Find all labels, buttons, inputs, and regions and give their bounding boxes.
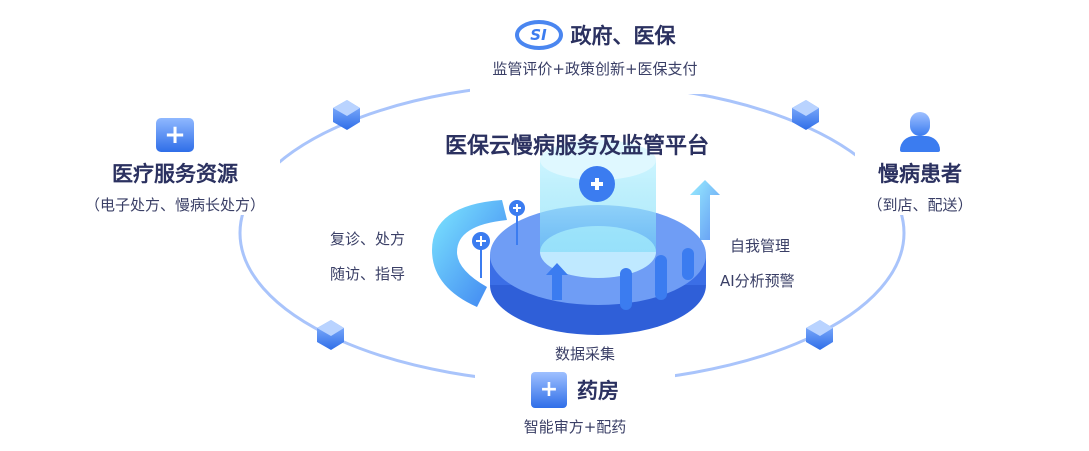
cube-icon <box>317 320 344 350</box>
label-self-management: 自我管理 <box>730 237 791 255</box>
node-subtitle: 监管评价+政策创新+医保支付 <box>492 60 698 78</box>
label-data-collection: 数据采集 <box>555 345 616 363</box>
label-revisit: 复诊、处方 <box>330 230 406 248</box>
node-title: 医疗服务资源 <box>112 162 238 186</box>
medical-kit-icon: + <box>156 118 194 152</box>
platform-title: 医保云慢病服务及监管平台 <box>445 134 710 159</box>
social-insurance-logo-icon: SI <box>514 20 563 50</box>
node-patients: 慢病患者 （到店、配送） <box>855 112 985 215</box>
patient-icon <box>900 112 940 152</box>
cube-icon <box>806 320 833 350</box>
pharmacy-icon: + <box>531 372 567 408</box>
node-subtitle: （到店、配送） <box>867 196 973 214</box>
node-title: 慢病患者 <box>878 162 962 186</box>
cube-icon <box>792 100 819 130</box>
node-government: SI 政府、医保 监管评价+政策创新+医保支付 <box>470 20 720 94</box>
node-subtitle: （电子处方、慢病长处方） <box>84 196 265 214</box>
label-followup: 随访、指导 <box>330 265 406 283</box>
cube-icon <box>333 100 360 130</box>
node-pharmacy: + 药房 智能审方+配药 <box>475 372 675 437</box>
node-title: 药房 <box>577 379 619 403</box>
node-subtitle: 智能审方+配药 <box>523 418 627 436</box>
node-title: 政府、医保 <box>570 24 676 48</box>
platform-illustration <box>432 140 720 335</box>
label-ai-warning: AI分析预警 <box>720 272 795 290</box>
node-medical-resources: + 医疗服务资源 （电子处方、慢病长处方） <box>70 118 280 215</box>
